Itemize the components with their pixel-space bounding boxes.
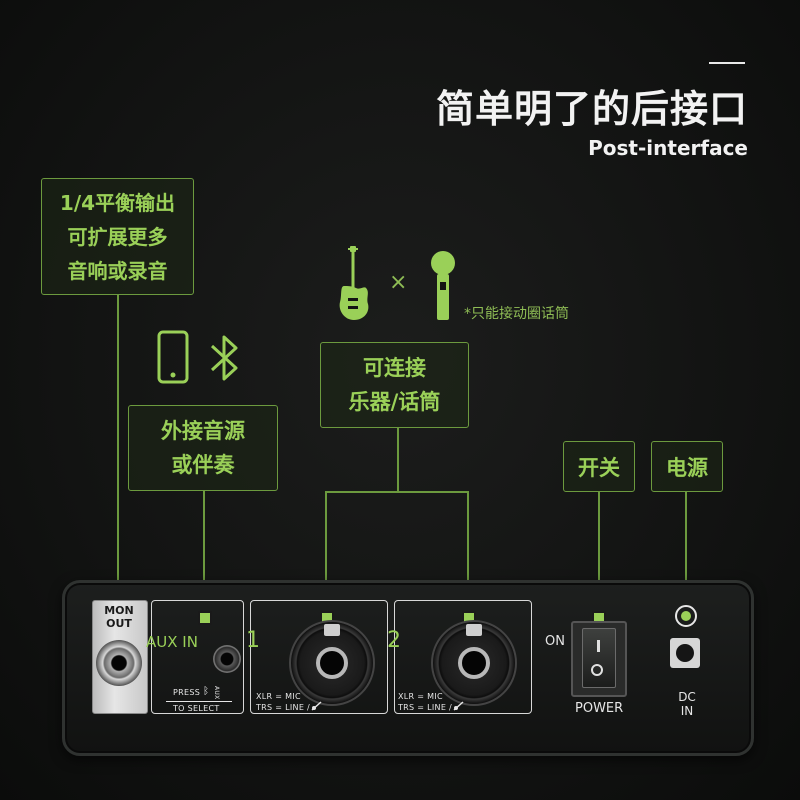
press-label: PRESS bbox=[173, 688, 201, 697]
header-accent-line bbox=[709, 62, 745, 64]
callout-power-source: 电源 bbox=[651, 441, 723, 492]
power-label: POWER bbox=[575, 701, 624, 716]
channel-2-xlr-label: XLR = MIC bbox=[398, 692, 443, 701]
channel-1-number: 1 bbox=[246, 628, 260, 653]
callout-aux-source-text: 外接音源 或伴奏 bbox=[161, 419, 245, 477]
callout-power-switch-text: 开关 bbox=[578, 455, 620, 480]
to-select-label: TO SELECT bbox=[173, 704, 220, 713]
callout-instrument-mic-text: 可连接 乐器/话筒 bbox=[348, 356, 441, 414]
times-symbol: × bbox=[389, 270, 408, 295]
channel-2-trs-hole bbox=[458, 647, 490, 679]
channel-1-xlr-label: XLR = MIC bbox=[256, 692, 301, 701]
dc-polarity-dot bbox=[681, 611, 691, 621]
power-off-mark bbox=[591, 664, 603, 676]
channel-1-module bbox=[250, 600, 388, 714]
mon-out-jack[interactable] bbox=[96, 640, 142, 686]
callout-power-switch: 开关 bbox=[563, 441, 635, 492]
channel-2-number: 2 bbox=[387, 628, 401, 653]
channel-1-guitar-glyph-icon bbox=[311, 701, 322, 711]
channel-2-latch bbox=[466, 624, 482, 636]
microphone-icon bbox=[431, 251, 455, 320]
dc-in-label: DC IN bbox=[678, 690, 696, 718]
aux-in-label: AUX IN bbox=[146, 633, 198, 651]
page-title: 简单明了的后接口 bbox=[435, 87, 748, 131]
page-subtitle: Post-interface bbox=[588, 136, 748, 160]
callout-balanced-out-text: 1/4平衡输出 可扩展更多 音响或录音 bbox=[59, 190, 176, 283]
aux-small-label: AUX bbox=[213, 686, 220, 700]
line-instrument-fork bbox=[325, 491, 469, 612]
channel-2-guitar-glyph-icon bbox=[453, 701, 464, 711]
callout-power-source-text: 电源 bbox=[666, 455, 708, 480]
press-bluetooth-icon: ᛒ bbox=[203, 686, 209, 697]
channel-2-module bbox=[394, 600, 532, 714]
dc-polarity-icon bbox=[675, 605, 697, 627]
channel-1-latch bbox=[324, 624, 340, 636]
channel-1-trs-label: TRS = LINE / bbox=[256, 703, 311, 712]
callout-instrument-mic: 可连接 乐器/话筒 bbox=[320, 342, 469, 428]
on-label: ON bbox=[545, 634, 565, 649]
aux-in-jack[interactable] bbox=[213, 645, 241, 673]
callout-balanced-out: 1/4平衡输出 可扩展更多 音响或录音 bbox=[41, 178, 194, 295]
dc-in-jack[interactable] bbox=[670, 638, 700, 668]
rear-panel bbox=[62, 580, 754, 756]
phone-icon bbox=[157, 330, 189, 384]
power-rocker-switch[interactable] bbox=[582, 628, 616, 688]
aux-marker bbox=[198, 611, 212, 625]
channel-1-trs-hole bbox=[316, 647, 348, 679]
callout-aux-source: 外接音源 或伴奏 bbox=[128, 405, 278, 491]
aux-module bbox=[151, 600, 244, 714]
channel-2-trs-label: TRS = LINE / bbox=[398, 703, 453, 712]
power-on-mark bbox=[597, 640, 600, 652]
mon-out-label: MON OUT bbox=[104, 604, 134, 630]
dynamic-mic-note: *只能接动圈话筒 bbox=[464, 306, 569, 322]
press-underline bbox=[166, 701, 232, 702]
bluetooth-icon bbox=[210, 335, 238, 381]
guitar-icon bbox=[339, 246, 369, 320]
